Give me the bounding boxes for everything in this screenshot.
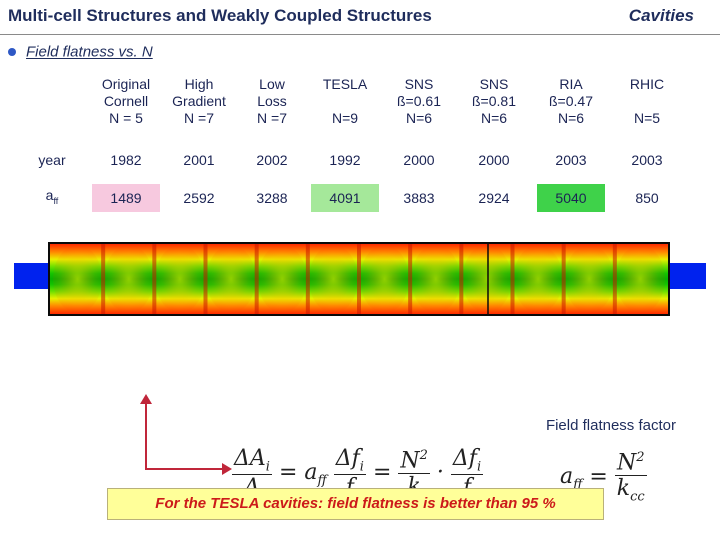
highlight-cell: 5040	[537, 184, 605, 212]
cavity-cell	[615, 245, 665, 313]
cavity-cell	[360, 245, 410, 313]
cavity-cell	[513, 245, 563, 313]
table-cell: 4091	[310, 180, 380, 216]
cavity-cell	[53, 245, 103, 313]
axis-vertical	[145, 400, 147, 470]
table-cell: 2003	[631, 151, 663, 168]
header-divider	[0, 34, 720, 35]
table-cell: 2003	[555, 151, 587, 168]
table-cell: 1982	[110, 151, 142, 168]
table-cell: 850	[635, 189, 659, 206]
slide-title: Multi-cell Structures and Weakly Coupled…	[8, 6, 432, 25]
cavity-iris	[152, 244, 157, 314]
cavity-cell	[308, 245, 358, 313]
table-cell: 2002	[256, 151, 288, 168]
cavity-cell	[206, 245, 256, 313]
cavity-cell	[411, 245, 461, 313]
table-cell: 2592	[183, 189, 215, 206]
table-cell: 3883	[403, 189, 435, 206]
cavity-iris	[561, 244, 566, 314]
cavity-iris	[510, 244, 515, 314]
cavity-iris	[101, 244, 106, 314]
cavity-iris	[203, 244, 208, 314]
cavity-cell	[155, 245, 205, 313]
table-cell: 2000	[478, 151, 510, 168]
table-cell: 2001	[183, 151, 215, 168]
table-cell: 1489	[88, 180, 164, 216]
bullet-text: Field flatness vs. N	[26, 43, 153, 61]
frac-amplitude: ΔAiA	[232, 446, 272, 500]
cavity-cell	[257, 245, 307, 313]
table-row-year: year 1982 2001 2002 1992 2000 2000 2003 …	[16, 140, 682, 180]
row-label-aff: aff	[45, 186, 59, 206]
frac-frequency-2: Δfif	[450, 446, 484, 500]
cavity-iris	[612, 244, 617, 314]
cavity-cell	[104, 245, 154, 313]
conclusion-banner: For the TESLA cavities: field flatness i…	[107, 488, 604, 520]
cavity-cell	[462, 245, 512, 313]
bullet-heading: Field flatness vs. N	[8, 43, 153, 61]
field-flatness-factor-label: Field flatness factor	[545, 417, 676, 434]
cavity-iris	[305, 244, 310, 314]
cavity-iris	[459, 244, 464, 314]
frac-frequency: Δfif	[333, 446, 366, 500]
table-cell: 5040	[530, 180, 612, 216]
table-cell: 2924	[478, 189, 510, 206]
cavity-iris	[357, 244, 361, 314]
cavity-field-map-image	[14, 242, 706, 316]
bullet-icon	[8, 48, 16, 57]
section-title: Cavities	[628, 6, 694, 25]
axis-arrow-up-icon	[140, 394, 152, 404]
cavity-iris	[254, 244, 259, 314]
row-label: year	[38, 151, 66, 168]
highlight-cell: 1489	[92, 184, 160, 212]
table-cell: 3288	[256, 189, 288, 206]
axis-horizontal	[145, 468, 225, 470]
table-cell: 2000	[403, 151, 435, 168]
cavity-iris	[408, 244, 413, 314]
header-corner	[16, 76, 88, 140]
highlight-cell: 4091	[311, 184, 379, 212]
axis-arrow-right-icon	[222, 463, 232, 475]
table-cell: 1992	[329, 151, 361, 168]
cavity-cell	[564, 245, 614, 313]
table-row-aff: aff 1489 2592 3288 4091 3883 2924 5040 8…	[16, 180, 682, 216]
